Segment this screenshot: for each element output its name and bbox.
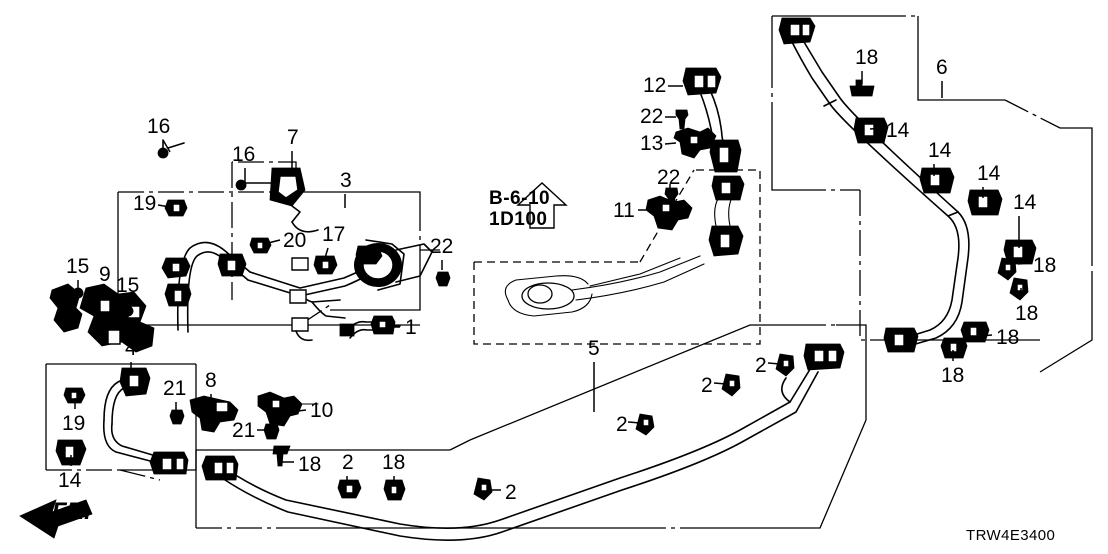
callout-number-16: 16 — [232, 143, 256, 166]
leader-line-2 — [767, 362, 781, 365]
callout-number-7: 7 — [287, 126, 299, 149]
callout-number-20: 20 — [283, 229, 307, 252]
callout-number-14: 14 — [58, 469, 82, 492]
leader-line-20 — [267, 239, 281, 244]
callout-number-22: 22 — [640, 105, 664, 128]
callout-number-21: 21 — [232, 419, 256, 442]
callout-number-15: 15 — [116, 274, 140, 297]
leader-line-18 — [1017, 262, 1030, 265]
callout-number-2: 2 — [701, 374, 713, 397]
leader-line-2 — [713, 382, 727, 385]
callout-number-14: 14 — [928, 139, 952, 162]
front-direction-label: FR. — [52, 498, 91, 525]
leader-line-18 — [979, 334, 993, 337]
callout-number-1: 1 — [405, 316, 417, 339]
callout-number-18: 18 — [298, 453, 322, 476]
callout-number-9: 9 — [99, 263, 111, 286]
leader-line-19 — [157, 204, 171, 208]
callout-number-18: 18 — [1033, 254, 1057, 277]
callout-number-21: 21 — [163, 377, 187, 400]
leader-line-10 — [289, 409, 307, 413]
callout-number-2: 2 — [616, 413, 628, 436]
callout-number-22: 22 — [657, 166, 681, 189]
callout-number-17: 17 — [322, 223, 346, 246]
callout-number-22: 22 — [430, 235, 454, 258]
callout-number-18: 18 — [382, 451, 406, 474]
callout-number-3: 3 — [340, 169, 352, 192]
callout-number-19: 19 — [133, 192, 157, 215]
callout-number-19: 19 — [62, 412, 86, 435]
callout-number-2: 2 — [342, 451, 354, 474]
leader-line-2 — [627, 421, 641, 424]
callout-number-18: 18 — [996, 326, 1020, 349]
callout-number-2: 2 — [755, 354, 767, 377]
callout-number-6: 6 — [936, 56, 948, 79]
callout-number-11: 11 — [613, 199, 635, 222]
callout-number-18: 18 — [941, 364, 965, 387]
leader-line-14 — [869, 127, 883, 130]
leader-line-17 — [324, 247, 329, 259]
callout-number-15: 15 — [66, 255, 90, 278]
callout-number-14: 14 — [1013, 191, 1037, 214]
callout-number-5: 5 — [588, 337, 600, 360]
cross-reference-label: B-6-10 1D100 — [489, 188, 551, 231]
callout-number-18: 18 — [1015, 302, 1039, 325]
callout-number-8: 8 — [205, 369, 217, 392]
callout-number-2: 2 — [505, 481, 517, 504]
callout-number-12: 12 — [643, 74, 667, 97]
diagram-part-number: TRW4E3400 — [966, 527, 1056, 544]
callout-number-14: 14 — [977, 162, 1001, 185]
callout-number-14: 14 — [886, 119, 910, 142]
callout-number-18: 18 — [855, 46, 879, 69]
leader-line-13 — [664, 142, 677, 145]
callout-number-13: 13 — [640, 132, 664, 155]
callout-number-4: 4 — [125, 337, 137, 360]
callout-number-10: 10 — [310, 399, 334, 422]
callout-leader-lines — [70, 71, 1030, 491]
leader-line-16 — [162, 139, 171, 153]
callout-number-16: 16 — [147, 115, 171, 138]
